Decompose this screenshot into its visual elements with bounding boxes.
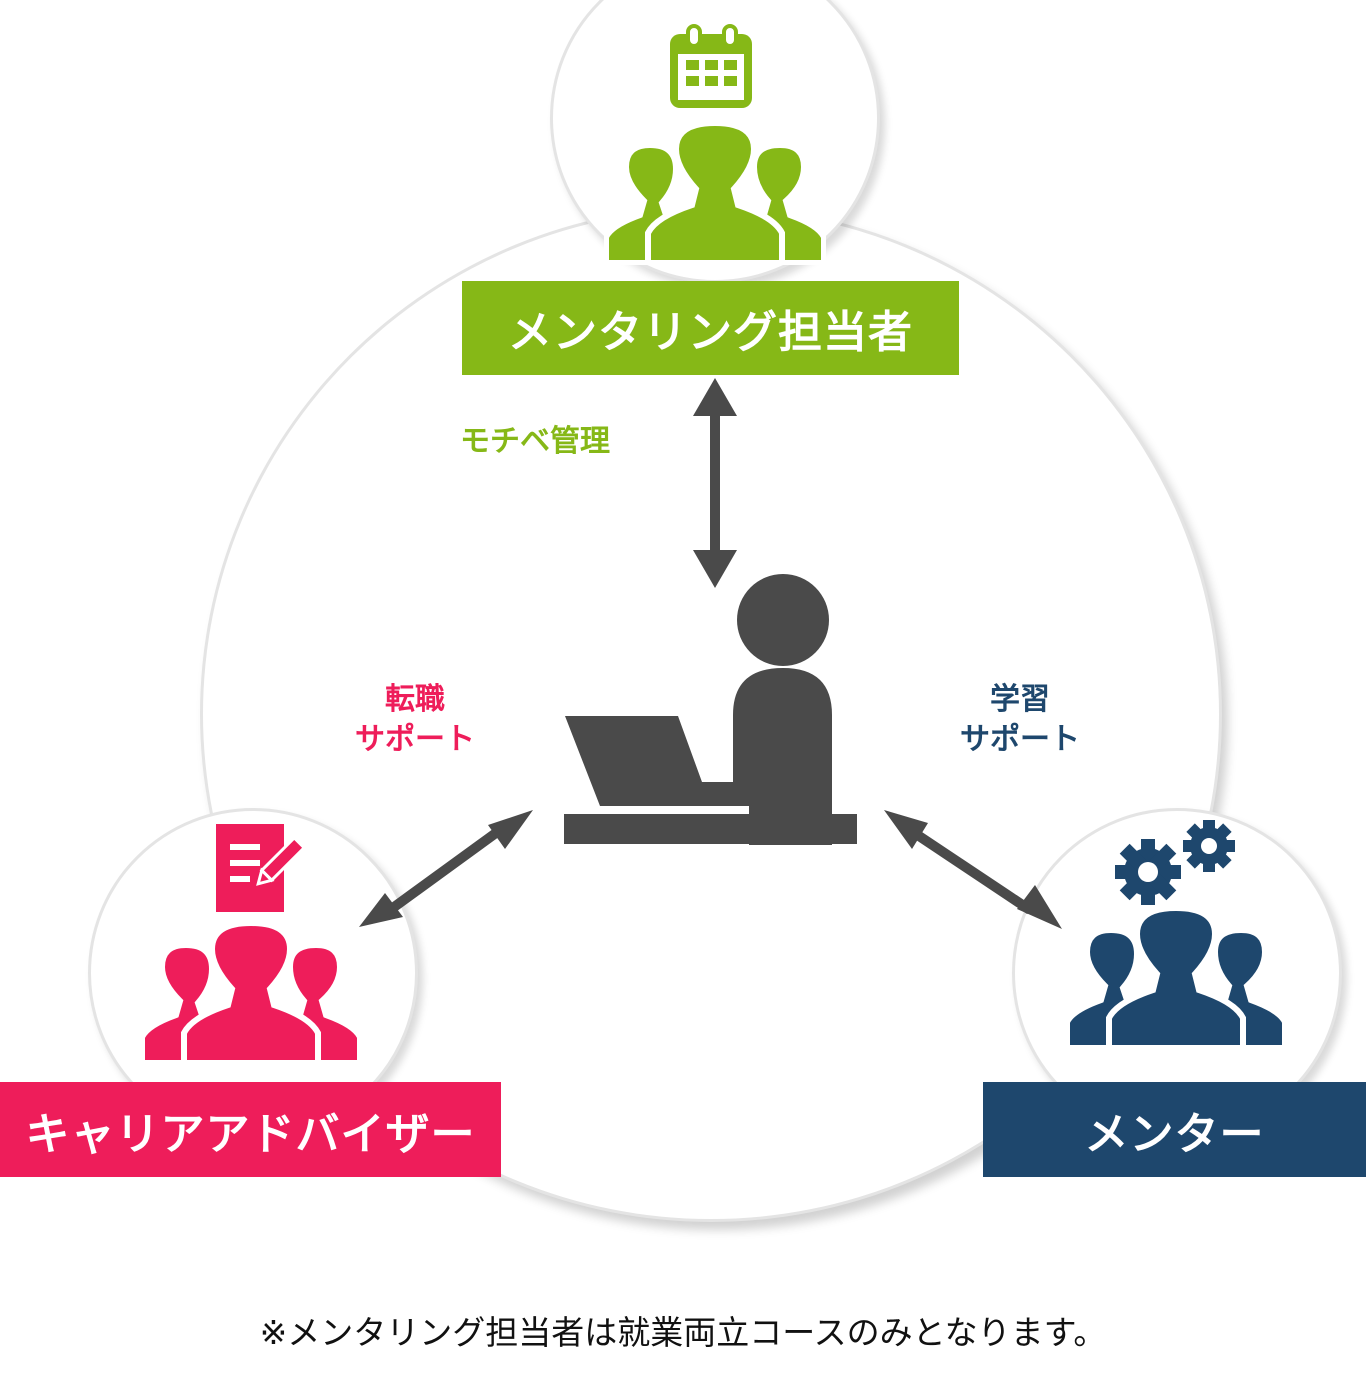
career-change-support-label: 転職 サポート bbox=[355, 682, 475, 757]
motivation-management-label: モチベ管理 bbox=[460, 424, 610, 459]
calendar-icon bbox=[668, 24, 756, 110]
mentor-label: メンター bbox=[983, 1082, 1366, 1177]
mentor-label-text: メンター bbox=[1084, 1108, 1265, 1160]
people-group-icon bbox=[1065, 910, 1287, 1050]
learning-support-label: 学習 サポート bbox=[960, 682, 1080, 757]
document-edit-icon bbox=[216, 824, 310, 912]
mentoring-staff-label: メンタリング担当者 bbox=[462, 281, 959, 375]
double-arrow-vertical bbox=[690, 378, 740, 590]
people-group-icon bbox=[140, 925, 362, 1065]
person-at-laptop-icon bbox=[560, 565, 860, 845]
mentoring-staff-label-text: メンタリング担当者 bbox=[508, 307, 913, 358]
career-advisor-label: キャリアアドバイザー bbox=[0, 1082, 501, 1177]
gears-icon bbox=[1115, 820, 1237, 908]
career-advisor-label-text: キャリアアドバイザー bbox=[25, 1108, 476, 1160]
double-arrow-right bbox=[880, 805, 1065, 930]
double-arrow-left bbox=[355, 805, 535, 930]
people-group-icon bbox=[604, 125, 826, 265]
footnote: ※メンタリング担当者は就業両立コースのみとなります。 bbox=[259, 1313, 1107, 1352]
